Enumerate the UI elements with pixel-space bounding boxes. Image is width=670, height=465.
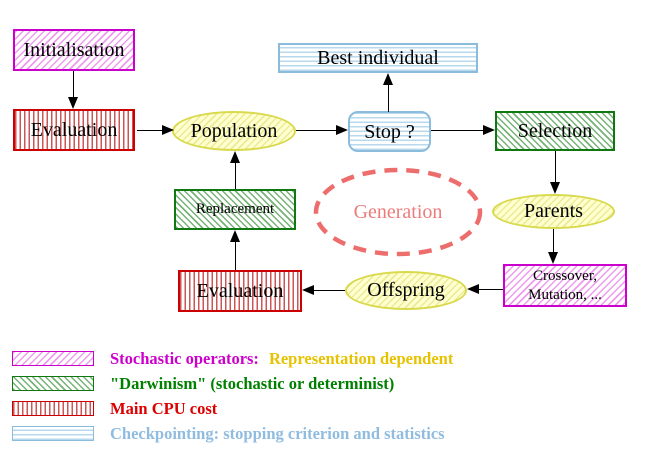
node-parents-label: Parents: [524, 200, 583, 222]
arrowhead-selection-to-parents: [550, 182, 560, 194]
arrowhead-evaluation-to-population: [162, 125, 174, 135]
node-offspring: Offspring: [345, 271, 467, 310]
legend-swatch-darwinism: [12, 376, 94, 391]
node-crossover-line2: Mutation, ...: [528, 286, 602, 303]
node-replacement: Replacement: [174, 189, 296, 230]
legend-label-stochastic-operators: Stochastic operators: Representation dep…: [110, 348, 454, 368]
node-parents: Parents: [492, 194, 615, 229]
node-best-individual: Best individual: [278, 43, 478, 73]
node-offspring-label: Offspring: [367, 279, 445, 301]
node-replacement-label: Replacement: [195, 201, 275, 217]
arrow-stop-to-selection: [431, 129, 484, 131]
node-population: Population: [172, 111, 296, 151]
node-stop: Stop ?: [348, 111, 431, 152]
arrowhead-replacement-to-population: [230, 151, 240, 163]
arrowhead-crossover-to-offspring: [467, 284, 479, 294]
arrow-population-to-stop: [296, 129, 337, 131]
node-initialisation: Initialisation: [13, 29, 135, 71]
arrowhead-population-to-stop: [336, 125, 348, 135]
node-evaluation-bottom-label: Evaluation: [196, 280, 284, 302]
arrow-crossover-to-offspring: [478, 288, 503, 290]
node-crossover-line1: Crossover,: [533, 267, 597, 284]
node-initialisation-label: Initialisation: [23, 39, 125, 61]
node-selection: Selection: [495, 111, 615, 151]
node-evaluation-top: Evaluation: [13, 109, 135, 151]
node-best-individual-label: Best individual: [317, 47, 439, 69]
arrow-parents-to-crossover: [552, 229, 554, 253]
node-stop-label: Stop ?: [364, 120, 415, 143]
arrow-replacement-to-population: [234, 162, 236, 189]
node-population-label: Population: [190, 119, 278, 142]
arrowhead-stop-to-best-individual: [383, 73, 393, 85]
arrowhead-evaluation-to-replacement: [230, 230, 240, 242]
generation-dashed-ellipse: [313, 167, 483, 257]
arrow-evaluation-to-replacement: [234, 241, 236, 270]
node-crossover-mutation: Crossover, Mutation, ...: [503, 264, 627, 307]
legend-swatch-cpu-cost: [12, 401, 94, 416]
arrow-stop-to-best-individual: [387, 85, 389, 112]
node-selection-label: Selection: [517, 120, 593, 142]
arrowhead-offspring-to-evaluation: [302, 285, 314, 295]
legend-label-cpu-cost: Main CPU cost: [110, 398, 218, 418]
arrow-selection-to-parents: [554, 151, 556, 183]
legend-label-darwinism: "Darwinism" (stochastic or determinist): [110, 373, 395, 393]
arrowhead-init-to-evaluation: [68, 97, 78, 109]
node-evaluation-top-label: Evaluation: [30, 119, 118, 141]
node-generation-label: Generation: [353, 200, 443, 223]
arrow-evaluation-to-population: [137, 129, 164, 131]
legend-swatch-checkpointing: [12, 426, 94, 441]
arrowhead-parents-to-crossover: [548, 252, 558, 264]
legend-swatch-stochastic-operators: [12, 351, 94, 366]
node-evaluation-bottom: Evaluation: [178, 270, 302, 312]
arrow-offspring-to-evaluation: [313, 289, 345, 291]
legend-label-checkpointing: Checkpointing: stopping criterion and st…: [110, 423, 445, 443]
legend-label-representation-dependent: Representation dependent: [268, 348, 454, 368]
legend-label-stochastic-operators-main: Stochastic operators:: [110, 348, 259, 368]
arrow-init-to-evaluation: [72, 71, 74, 98]
arrowhead-stop-to-selection: [483, 125, 495, 135]
